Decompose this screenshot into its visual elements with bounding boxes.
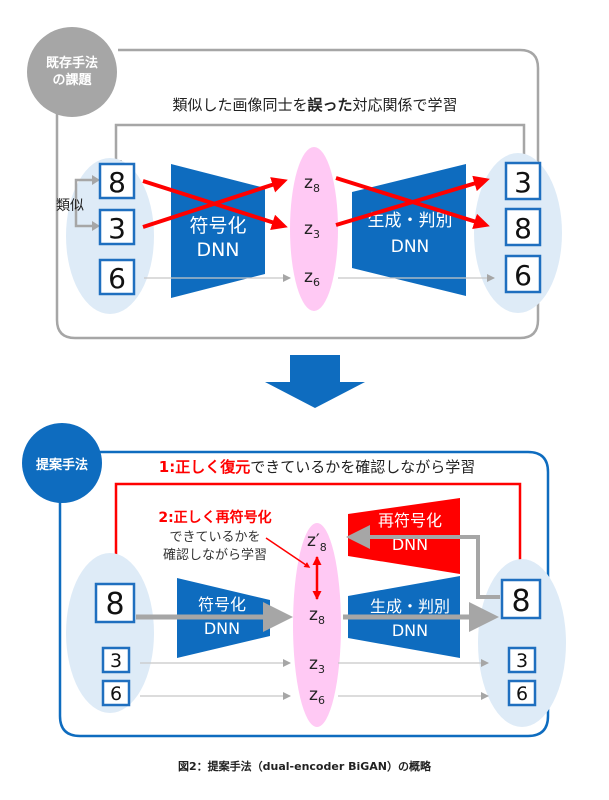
- wrong-mapping-arrow-3-to-z8: [142, 177, 288, 229]
- input-digit-6: 6: [98, 258, 136, 296]
- bottom-latent-z6: z6: [309, 685, 325, 707]
- re-encode-note-line-1: できているかを: [169, 530, 260, 545]
- existing-method-badge: [27, 27, 117, 117]
- svg-text:6: 6: [514, 259, 532, 292]
- bottom-encoder-label-1: 符号化: [198, 595, 246, 614]
- svg-text:8: 8: [108, 166, 126, 199]
- bottom-output-digit-8: 8: [500, 578, 542, 620]
- top-panel-border: [55, 48, 540, 340]
- svg-text:6: 6: [110, 683, 122, 705]
- wrong-correspondence-connector: [114, 123, 526, 165]
- svg-text:8: 8: [514, 212, 532, 245]
- svg-text:6: 6: [516, 683, 528, 705]
- svg-text:8: 8: [511, 584, 530, 619]
- latent-z8: z8: [304, 173, 320, 195]
- badge-line-1: 既存手法: [46, 55, 98, 71]
- top-panel: 既存手法 の課題 類似した画像同士を誤った対応関係で学習 類似 8 3 6 符号: [27, 27, 562, 340]
- svg-text:3: 3: [108, 212, 126, 245]
- bottom-output-digit-3: 3: [507, 646, 537, 674]
- svg-text:3: 3: [110, 650, 122, 672]
- re-encode-note-line-2: 確認しながら学習: [163, 547, 267, 563]
- output-digit-3: 3: [504, 161, 542, 201]
- output-digit-6: 6: [504, 254, 542, 294]
- similar-label: 類似: [56, 198, 84, 214]
- re-encoder-label-2: DNN: [392, 535, 428, 554]
- generator-dnn-shape: [352, 164, 466, 296]
- svg-text:3: 3: [516, 650, 528, 672]
- bottom-output-digit-6: 6: [507, 679, 537, 707]
- bottom-output-image-group: [478, 559, 566, 727]
- bottom-input-digit-3: 3: [101, 646, 131, 674]
- re-encode-path-arrow: [346, 525, 500, 599]
- bottom-panel-border: [58, 450, 550, 738]
- similar-arrowhead-top: [92, 175, 100, 185]
- proposed-badge-label: 提案手法: [36, 457, 88, 473]
- re-encode-note-title: 2:正しく再符号化: [158, 509, 271, 526]
- bottom-panel-title: 1:正しく復元できているかを確認しながら学習: [159, 458, 475, 476]
- latent-space: [290, 147, 338, 311]
- generator-label-1: 生成・判別: [368, 211, 453, 231]
- bottom-generator-label-2: DNN: [392, 621, 428, 640]
- bottom-panel: 提案手法 1:正しく復元できているかを確認しながら学習 2:正しく再符号化 でき…: [22, 423, 566, 738]
- re-encoder-label-1: 再符号化: [378, 511, 442, 530]
- wrong-mapping-arrow-z3-to-3: [335, 175, 490, 227]
- proposed-method-badge: [22, 423, 102, 503]
- bottom-latent-z8: z8: [309, 605, 325, 627]
- top-panel-title: 類似した画像同士を誤った対応関係で学習: [172, 96, 457, 114]
- svg-text:3: 3: [514, 166, 532, 199]
- bottom-encoder-label-2: DNN: [204, 619, 240, 638]
- bottom-generator-label-1: 生成・判別: [370, 597, 450, 616]
- encoder-label-2: DNN: [196, 239, 239, 261]
- input-digit-8: 8: [98, 162, 136, 200]
- similar-arrowhead-bottom: [92, 221, 100, 231]
- svg-text:6: 6: [108, 262, 126, 295]
- latent-z3: z3: [304, 219, 320, 241]
- bottom-input-digit-6: 6: [101, 679, 131, 707]
- similar-bracket: [74, 178, 96, 228]
- bottom-latent-space: [293, 523, 341, 727]
- bottom-latent-z3: z3: [309, 654, 325, 676]
- transition-down-arrow: [265, 355, 365, 408]
- latent-z-prime-8: z′8: [307, 531, 327, 554]
- badge-line-2: の課題: [52, 72, 92, 88]
- latent-z6: z6: [304, 267, 320, 289]
- generator-label-2: DNN: [391, 237, 430, 257]
- svg-text:8: 8: [105, 587, 124, 622]
- bottom-input-digit-8: 8: [94, 582, 136, 624]
- output-digit-8: 8: [504, 207, 542, 247]
- reconstruction-loop: [114, 482, 522, 580]
- input-digit-3: 3: [98, 208, 136, 246]
- note-pointer-arrow: [265, 537, 311, 568]
- encoder-label-1: 符号化: [189, 215, 246, 237]
- figure-caption: 図2：提案手法（dual-encoder BiGAN）の概略: [178, 760, 431, 773]
